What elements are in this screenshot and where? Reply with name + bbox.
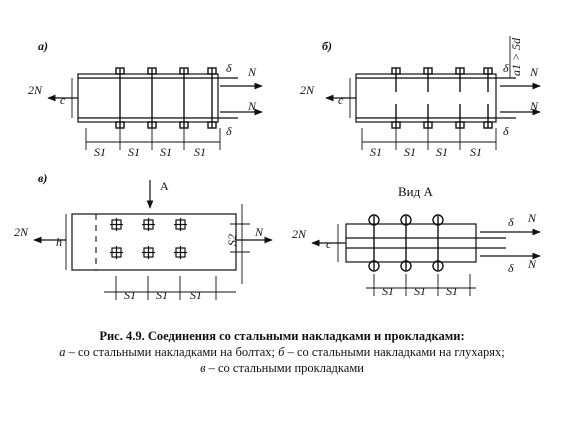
- panel-d-spacing-2: S1: [414, 284, 426, 298]
- panel-d-dim-delta-top: δ: [508, 215, 514, 229]
- caption-b-letter: б: [278, 345, 285, 359]
- panel-c-force-right: N: [254, 225, 264, 239]
- panel-c-plan: [71, 213, 237, 271]
- caption-c-text: – со стальными прокладками: [205, 361, 364, 375]
- panel-d-dim-c: c: [326, 237, 332, 251]
- panel-c-spacing-3: S1: [190, 288, 202, 302]
- panel-b-dim-delta-bottom: δ: [503, 124, 509, 138]
- panel-a-force-right-top: N: [247, 65, 257, 79]
- panel-a-member: [77, 77, 219, 119]
- caption-b-text: – со стальными накладками на глухарях;: [284, 345, 505, 359]
- panel-b-spacing-2: S1: [404, 145, 416, 159]
- caption-title: Рис. 4.9. Соединения со стальными наклад…: [99, 329, 465, 343]
- panel-a-spacing-2: S1: [128, 145, 140, 159]
- panel-d-spacing-3: S1: [446, 284, 458, 298]
- panel-c-bolt-grid: [110, 218, 187, 259]
- panel-a-dim-c: c: [60, 93, 66, 107]
- caption-line-3: в – со стальными прокладками: [0, 360, 564, 376]
- panel-b-tag: б): [322, 39, 332, 53]
- panel-d-bolts: [368, 214, 444, 272]
- panel-c-spacing-1: S1: [124, 288, 136, 302]
- panel-d-spacing-1: S1: [382, 284, 394, 298]
- panel-b-spacing-4: S1: [470, 145, 482, 159]
- panel-a-spacing-4: S1: [194, 145, 206, 159]
- panel-d-force-right-bottom: N: [527, 257, 537, 271]
- panel-a-dim-delta-top: δ: [226, 61, 232, 75]
- figure-caption: Рис. 4.9. Соединения со стальными наклад…: [0, 328, 564, 376]
- panel-d-dim-delta-bottom: δ: [508, 261, 514, 275]
- panel-c-dim-h: h: [56, 235, 62, 249]
- panel-c-spacing-2: S1: [156, 288, 168, 302]
- panel-c-view-arrow-label: A: [160, 179, 169, 193]
- caption-a-letter: а: [59, 345, 66, 359]
- panel-b-force-right-bottom: N: [529, 99, 539, 113]
- panel-d-title: Вид А: [398, 184, 433, 199]
- panel-b-force-right-top: N: [529, 65, 539, 79]
- panel-d: Вид А 2N N N c δ δ: [292, 184, 541, 296]
- panel-a: а) 2N N N c δ δ: [28, 39, 263, 150]
- panel-d-force-right-top: N: [527, 211, 537, 225]
- caption-line-2: а – со стальными накладками на болтах; б…: [0, 344, 564, 360]
- panel-a-spacing-1: S1: [94, 145, 106, 159]
- panel-d-force-left: 2N: [292, 227, 307, 241]
- panel-b-spacing-1: S1: [370, 145, 382, 159]
- panel-a-tag: а): [38, 39, 48, 53]
- panel-c-force-left: 2N: [14, 225, 29, 239]
- panel-b-spacing-3: S1: [436, 145, 448, 159]
- panel-b-dim-c: c: [338, 93, 344, 107]
- panel-b-member: [355, 77, 497, 119]
- panel-c: в) A 2N N h: [14, 171, 273, 300]
- panel-a-bolts: [115, 67, 217, 129]
- panel-b-force-left: 2N: [300, 83, 315, 97]
- caption-c-letter: в: [200, 361, 206, 375]
- panel-b-dim-delta-top: δ: [503, 61, 509, 75]
- panel-a-force-right-bottom: N: [247, 99, 257, 113]
- panel-a-dim-delta-bottom: δ: [226, 124, 232, 138]
- panel-b-dim-a: a1 > 5d: [509, 37, 523, 76]
- panel-a-force-left: 2N: [28, 83, 43, 97]
- panel-b: б) 2N N N c δ δ: [300, 36, 541, 150]
- panel-a-spacing-3: S1: [160, 145, 172, 159]
- panel-c-dim-s2: S2: [225, 234, 239, 246]
- panel-c-tag: в): [38, 171, 47, 185]
- caption-a-text: – со стальными накладками на болтах;: [65, 345, 279, 359]
- panel-d-member: [345, 223, 477, 263]
